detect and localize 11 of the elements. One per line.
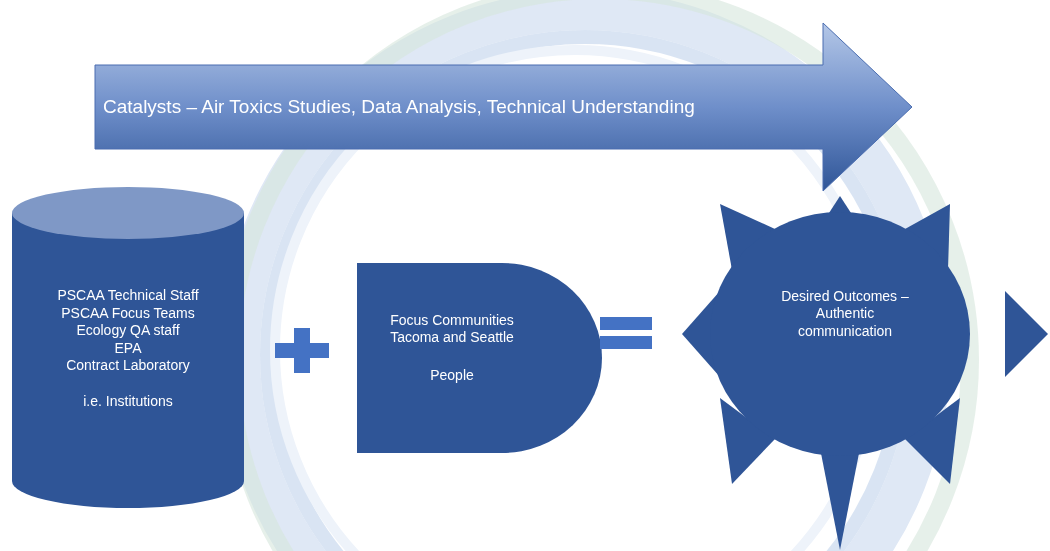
- node-label: EPA: [114, 339, 142, 357]
- node-label: Contract Laboratory: [66, 357, 190, 375]
- node-label: Tacoma and Seattle: [390, 329, 514, 347]
- node-label: i.e. Institutions: [83, 392, 173, 410]
- node-label: PSCAA Focus Teams: [61, 304, 195, 322]
- node-label: People: [430, 366, 474, 385]
- node-label: Ecology QA staff: [76, 322, 180, 340]
- node-label: Catalysts – Air Toxics Studies, Data Analysis, Technical Understanding: [103, 95, 695, 119]
- node-label: Focus Communities: [390, 311, 514, 330]
- node-label: PSCAA Technical Staff: [57, 287, 199, 305]
- node-label: Desired Outcomes – Authentic communication: [780, 287, 910, 341]
